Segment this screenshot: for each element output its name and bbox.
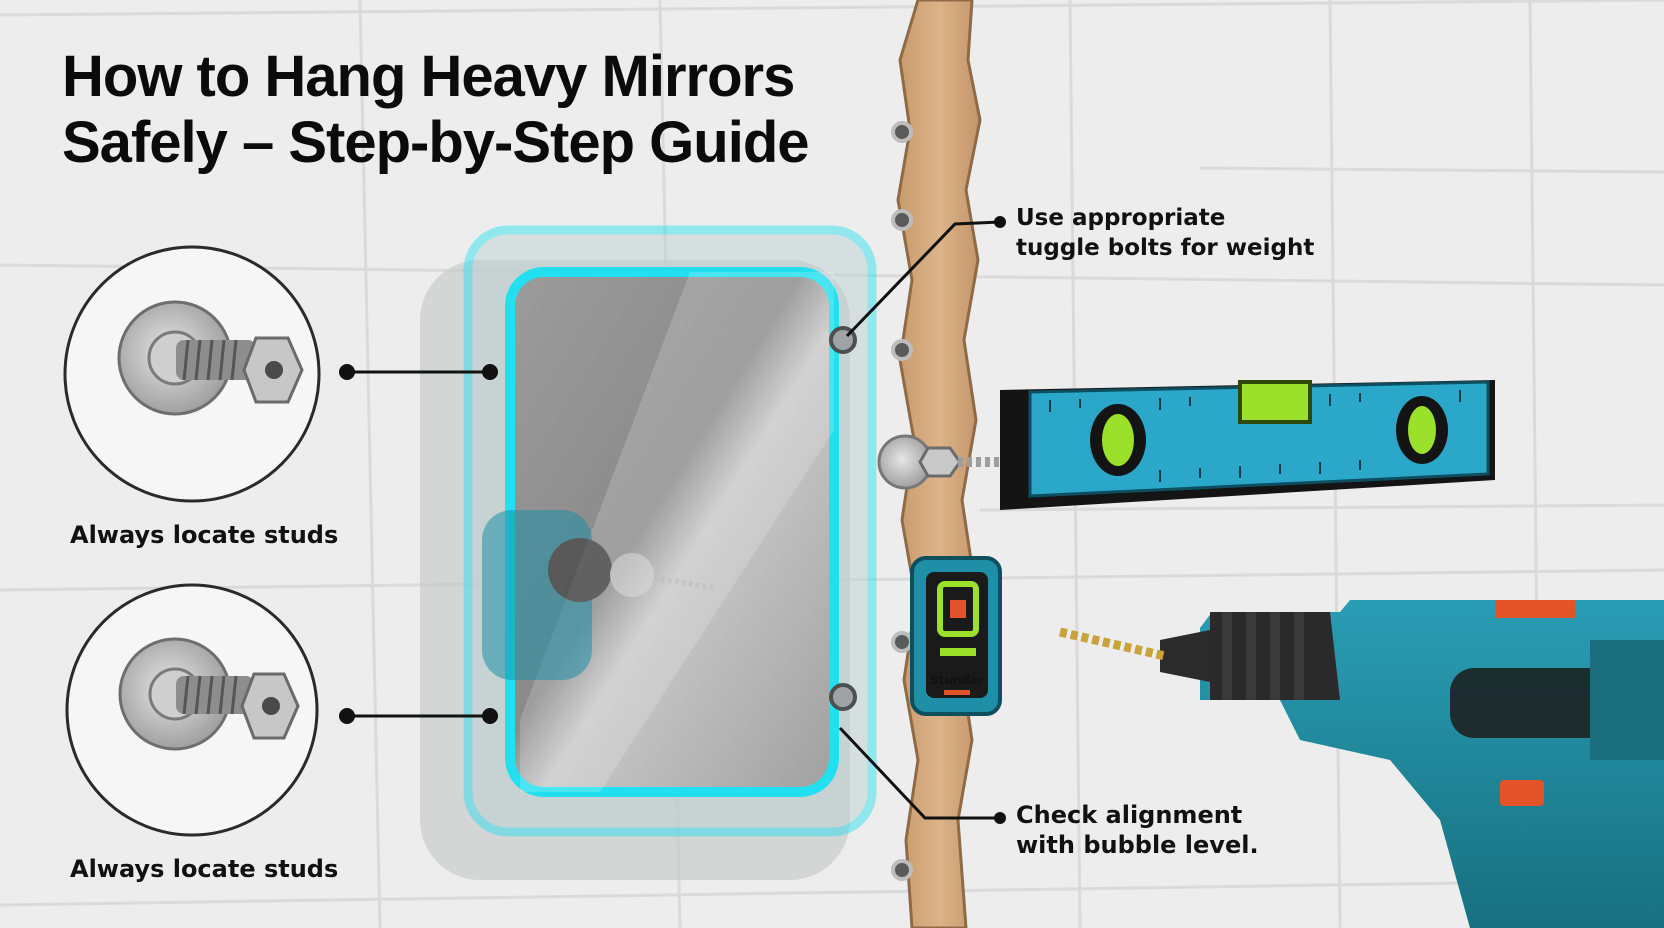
stud-finder-icon: Stundar: [910, 556, 1002, 716]
page-title: How to Hang Heavy Mirrors Safely – Step-…: [62, 44, 810, 176]
title-line-2: Safely – Step-by-Step Guide: [62, 110, 810, 175]
callout-studs-bottom: Always locate studs: [70, 855, 339, 883]
callout-toggle-line-1: Use appropriate: [1016, 205, 1226, 231]
leader-lines: [347, 220, 1001, 820]
title-line-1: How to Hang Heavy Mirrors: [62, 44, 795, 109]
callout-level-line-2: with bubble level.: [1016, 831, 1259, 859]
stud-finder-brand: Stundar: [930, 673, 984, 687]
callout-toggle-line-2: tuggle bolts for weight: [1016, 235, 1315, 261]
mirror-icon: [463, 225, 877, 837]
bolt-closeup-top: [63, 245, 321, 503]
callout-studs-top: Always locate studs: [70, 521, 339, 549]
leader-dots: [339, 216, 1006, 824]
callout-level-line-1: Check alignment: [1016, 801, 1243, 829]
bubble-level-icon: [1000, 380, 1495, 510]
bolt-closeup-bottom: [65, 583, 319, 837]
callout-bubble-level: Check alignment with bubble level.: [1016, 800, 1259, 860]
cordless-drill-icon: [1058, 600, 1664, 928]
callout-toggle-bolts: Use appropriate tuggle bolts for weight: [1016, 203, 1314, 263]
toggle-bolt-icon: [877, 434, 1020, 490]
